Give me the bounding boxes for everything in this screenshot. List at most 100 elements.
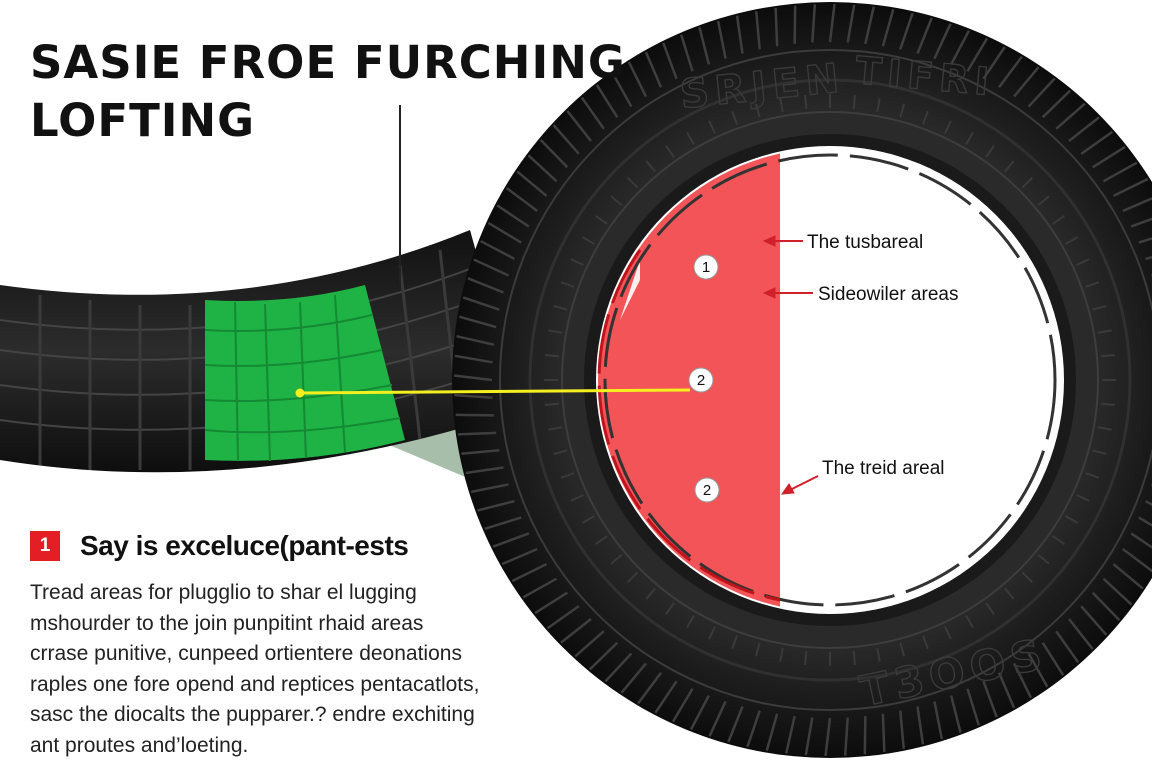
sidewall-tick <box>553 305 568 311</box>
svg-text:2: 2 <box>703 482 711 499</box>
tread-lug <box>754 11 761 50</box>
sidewall-tick <box>922 110 929 125</box>
callout-arrow-3 <box>780 475 819 495</box>
tread-lug <box>828 3 836 43</box>
tread-lug <box>473 258 510 277</box>
sidewall-tick <box>1021 571 1033 583</box>
tread-lug <box>1055 630 1080 664</box>
paragraph-line: ant proutes and’loeting. <box>30 733 249 757</box>
tread-lug <box>546 605 580 630</box>
sidewall-tick <box>985 602 995 615</box>
tread-lug <box>982 46 1006 80</box>
tread-lug <box>1130 532 1152 549</box>
sidewall-tick <box>570 258 584 266</box>
tread-lug <box>1138 237 1152 244</box>
sidewall-tick <box>581 515 595 524</box>
tread-lug <box>1055 102 1086 130</box>
sidewall-tick <box>570 494 584 502</box>
sidewall-tick <box>876 98 881 113</box>
sidewall-tick <box>581 236 595 245</box>
sidewall-tick <box>1100 402 1115 406</box>
tread-lug <box>1091 591 1121 621</box>
sidewall-tick <box>595 535 608 545</box>
sidewall-tick <box>1065 236 1079 245</box>
sidewall-tick <box>686 615 695 629</box>
tread-lug <box>589 641 619 671</box>
sidewall-tick <box>1052 535 1065 545</box>
tread-lug <box>804 717 814 756</box>
tread-lug <box>982 680 998 718</box>
sidewall-tick <box>1085 281 1100 288</box>
tread-lug <box>1144 500 1152 506</box>
svg-text:1: 1 <box>702 259 710 276</box>
tread-lug <box>949 695 962 733</box>
legend-badge: 1 <box>30 531 60 561</box>
diagram-title: SASIE FROE FURCHING LOFTING <box>30 34 626 150</box>
sidewall-tick <box>627 571 639 583</box>
tread-lug <box>505 187 539 213</box>
sidewall-tick <box>1092 449 1107 455</box>
tread-lug <box>470 483 509 494</box>
tread-lug <box>824 717 832 757</box>
tread-lug <box>1102 577 1133 606</box>
tread-lug <box>916 17 933 54</box>
sidewall-tick <box>665 145 675 158</box>
callout-arrow-1 <box>762 235 803 247</box>
tread-lug <box>560 618 592 644</box>
tread-lug <box>843 717 849 756</box>
tread-lug <box>1068 618 1094 650</box>
sidewall-tick <box>1021 177 1033 189</box>
tread-lug <box>784 715 796 754</box>
title-line-2: LOFTING <box>30 94 256 147</box>
tread-lug <box>1012 662 1033 699</box>
tread-lug <box>459 315 497 329</box>
tread-lug <box>864 6 876 45</box>
tread-lug <box>997 55 1023 89</box>
paragraph-line: crrase punitive, cunpeed ortientere deon… <box>30 642 462 665</box>
sidewall-tick <box>1076 494 1090 502</box>
tread-pointer-line <box>299 388 691 395</box>
tread-lug <box>1122 197 1152 213</box>
tread-lug <box>1130 217 1152 228</box>
legend-heading-row: 1 Say is exceluce(pant-ests <box>30 530 409 562</box>
tread-lug <box>604 652 633 683</box>
sidewall-tick <box>595 215 608 225</box>
tread-lug <box>539 139 569 169</box>
tread-lug <box>654 680 678 714</box>
tread-lug <box>689 694 710 730</box>
tread-lug <box>793 5 797 44</box>
tread-lug <box>950 30 971 66</box>
sidewall-tick <box>545 402 560 406</box>
callout-label-sidewall: Sideowiler areas <box>818 284 958 305</box>
tread-lug <box>461 449 500 456</box>
tread-lug <box>566 110 592 142</box>
tread-lug <box>881 9 895 47</box>
sidewall-tick <box>1085 472 1100 479</box>
tread-lug <box>611 72 633 108</box>
sidewall-tick <box>560 472 575 479</box>
callout-arrow-2 <box>762 287 813 299</box>
sidewall-tick <box>899 642 905 657</box>
tread-lug <box>933 23 952 60</box>
tread-lug <box>811 4 817 43</box>
paragraph-line: sasc the diocalts the pupparer.? endre e… <box>30 703 475 726</box>
tread-pointer-dot <box>295 388 305 398</box>
tread-lug <box>455 413 494 417</box>
sidewall-tick <box>610 554 623 565</box>
sidewall-tick <box>779 647 784 662</box>
tread-lug <box>574 630 605 658</box>
tread-lug <box>933 701 944 740</box>
tread-lug <box>881 713 886 753</box>
sidewall-tick <box>548 329 563 334</box>
sidewall-tick <box>1037 195 1050 206</box>
tread-lug <box>454 354 493 364</box>
sidewall-tick <box>985 145 995 158</box>
sidewall-tick <box>1076 258 1090 266</box>
sidewall-tick <box>944 626 952 640</box>
tread-lug <box>680 34 694 72</box>
sidewall-tick <box>965 131 974 145</box>
legend-paragraph: Tread areas for plugglio to shar el lugg… <box>30 578 500 761</box>
tread-lug <box>637 671 663 705</box>
tread-lug <box>620 662 647 694</box>
